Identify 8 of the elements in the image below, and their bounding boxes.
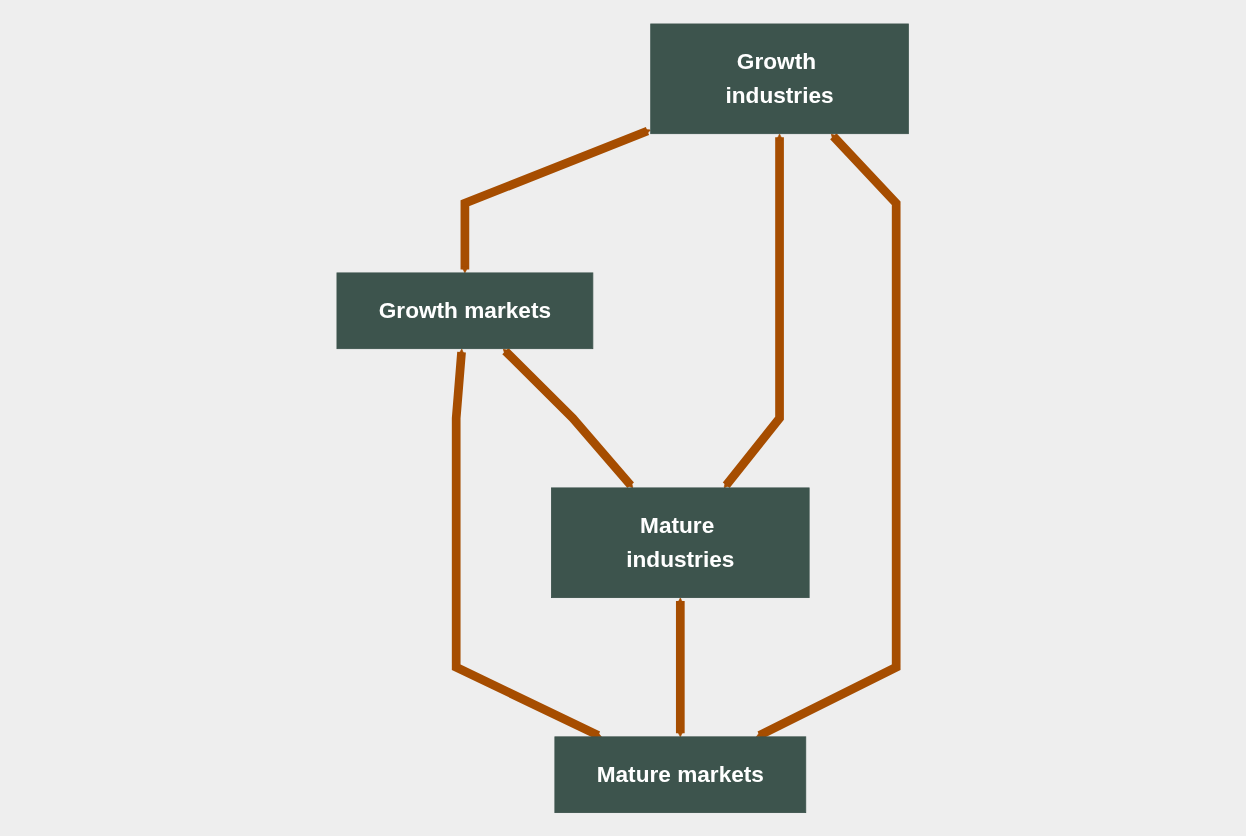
arrow <box>676 597 685 737</box>
node-box: Mature markets <box>554 736 807 813</box>
arrow <box>460 126 652 273</box>
arrow <box>502 347 635 488</box>
node-box: Growth industries <box>650 23 910 134</box>
arrow <box>723 133 785 488</box>
node-box: Mature industries <box>551 487 810 598</box>
node-box: Growth markets <box>336 272 594 349</box>
